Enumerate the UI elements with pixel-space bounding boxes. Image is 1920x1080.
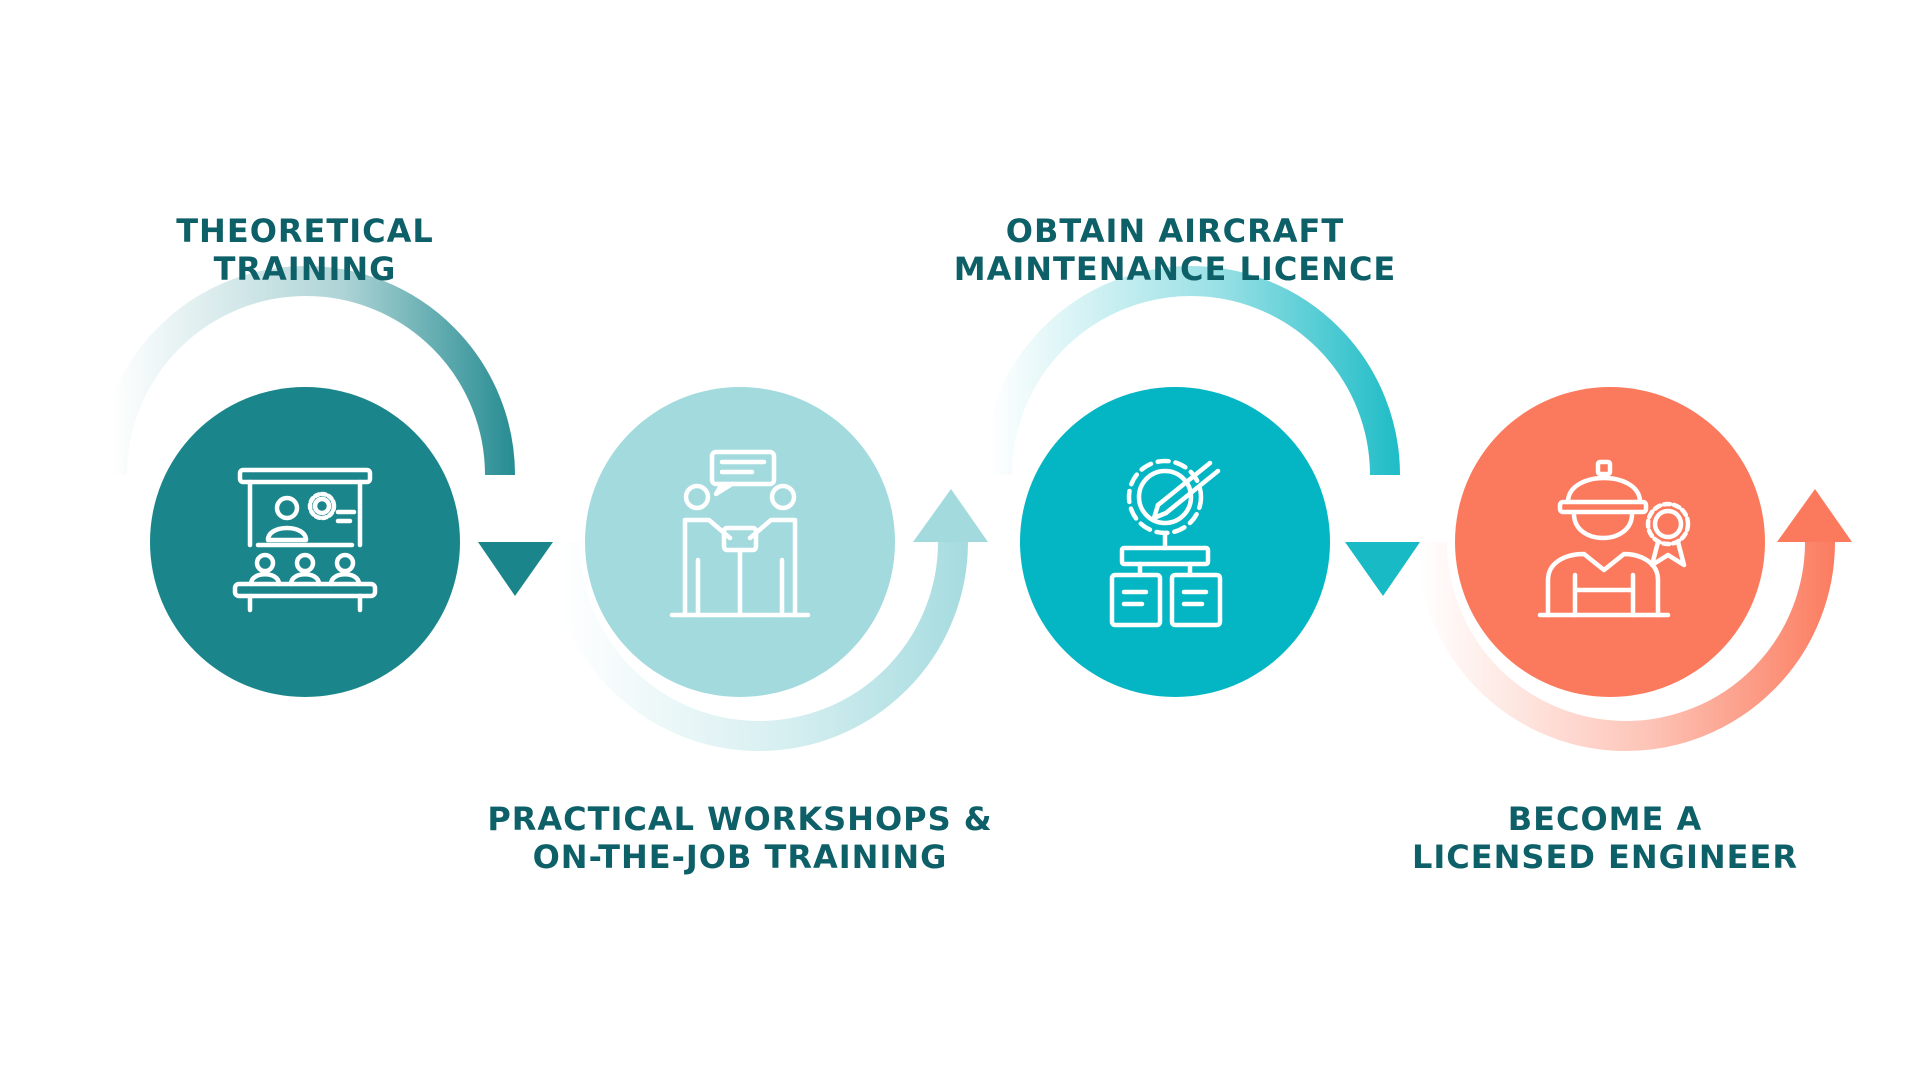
step-4-circle [1455, 387, 1765, 697]
flow-arrow-2 [550, 489, 988, 751]
step-3-label-line-2: MAINTENANCE LICENCE [953, 250, 1397, 288]
flow-arrow-1 [97, 266, 553, 596]
step-2-circle [585, 387, 895, 697]
collaboration-icon [669, 449, 811, 618]
step-3-circle [1020, 387, 1330, 697]
step-4-label: BECOME A LICENSED ENGINEER [1305, 800, 1905, 876]
step-3-label: OBTAIN AIRCRAFT MAINTENANCE LICENCE [875, 212, 1475, 288]
step-4-label-line-2: LICENSED ENGINEER [1412, 838, 1798, 876]
step-1-label-line-1: THEORETICAL [176, 212, 434, 250]
step-1-label-line-2: TRAINING [213, 250, 397, 288]
step-1-label: THEORETICAL TRAINING [5, 212, 605, 288]
step-2-label: PRACTICAL WORKSHOPS & ON-THE-JOB TRAININ… [440, 800, 1040, 876]
step-3-label-line-1: OBTAIN AIRCRAFT [1005, 212, 1345, 250]
step-2-label-line-1: PRACTICAL WORKSHOPS & [487, 800, 993, 838]
gear-documents-icon [1109, 458, 1223, 628]
step-4-label-line-1: BECOME A [1507, 800, 1703, 838]
flow-arrow-4 [1417, 489, 1852, 751]
flow-arrow-3 [982, 266, 1420, 596]
engineer-icon [1537, 459, 1691, 618]
step-2-label-line-2: ON-THE-JOB TRAINING [532, 838, 948, 876]
classroom-icon [232, 467, 378, 613]
